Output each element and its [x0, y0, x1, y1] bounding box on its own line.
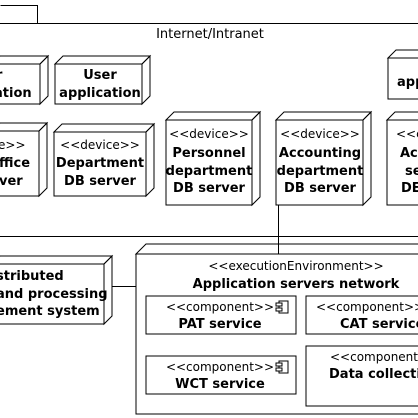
node-distributed-system-line-1: stributed	[0, 269, 64, 284]
node-right-db-stereotype: <<c	[396, 127, 418, 141]
node-accounting-db-line-1: Accounting	[279, 146, 361, 161]
node-office-server-stereotype: e>>	[0, 138, 26, 152]
node-personnel-db-line-2: department	[166, 164, 253, 179]
component-data-collection-name: Data collectio	[329, 367, 418, 382]
component-cat-stereotype: <<component>>	[316, 300, 418, 314]
node-accounting-db-line-3: DB server	[284, 181, 356, 196]
node-office-server-line-1: ffice	[0, 156, 30, 171]
node-personnel-db-line-1: Personnel	[172, 146, 245, 161]
app-network-title: Application servers network	[193, 277, 400, 292]
frame-title: Internet/Intranet	[156, 27, 264, 42]
component-icon	[275, 360, 289, 374]
internet-intranet-frame	[0, 23, 418, 24]
node-left-application	[0, 54, 50, 106]
node-distributed-system-line-2: and processing	[0, 287, 108, 302]
node-office-server	[0, 121, 49, 198]
component-cat-service	[305, 295, 418, 335]
node-accounting-db-line-2: department	[277, 164, 364, 179]
node-distributed-system	[0, 254, 114, 326]
node-right-application-line-1: app	[397, 75, 418, 90]
component-wct-stereotype: <<component>>	[166, 360, 274, 374]
node-user-application	[53, 54, 152, 106]
frame-tab	[0, 5, 38, 24]
component-pat-stereotype: <<component>>	[166, 300, 274, 314]
node-accounting-db-server	[274, 110, 373, 207]
node-office-server-line-2: ver	[0, 174, 23, 189]
component-data-collection-stereotype: <<component>>	[330, 350, 418, 364]
component-wct-name: WCT service	[175, 377, 265, 392]
node-left-application-line-2: ation	[0, 86, 32, 101]
node-accounting-db-stereotype: <<device>>	[280, 127, 360, 141]
node-right-db-line-2: se	[405, 164, 418, 179]
node-department-db-server	[52, 122, 156, 198]
app-network-stereotype: <<executionEnvironment>>	[208, 259, 383, 273]
node-personnel-db-stereotype: <<device>>	[169, 127, 249, 141]
component-data-collection	[305, 345, 418, 407]
component-wct-service	[145, 355, 297, 395]
component-pat-service	[145, 295, 297, 335]
node-left-application-line-1: r	[0, 68, 3, 83]
component-pat-name: PAT service	[178, 317, 261, 332]
node-application-servers-network	[134, 243, 418, 415]
component-cat-name: CAT service	[340, 317, 418, 332]
node-right-db-server	[385, 111, 418, 206]
node-distributed-system-line-3: ement system	[0, 304, 100, 319]
node-right-db-line-1: Ac	[400, 146, 418, 161]
component-icon	[275, 300, 289, 314]
node-user-application-line-2: application	[59, 86, 141, 101]
node-department-db-stereotype: <<device>>	[60, 138, 140, 152]
node-right-db-line-3: DE	[401, 181, 418, 196]
node-department-db-line-2: DB server	[64, 174, 136, 189]
node-personnel-db-server	[164, 110, 262, 207]
node-right-application	[386, 49, 418, 100]
node-personnel-db-line-3: DB server	[173, 181, 245, 196]
node-department-db-line-1: Department	[56, 156, 144, 171]
node-user-application-line-1: User	[83, 68, 117, 83]
